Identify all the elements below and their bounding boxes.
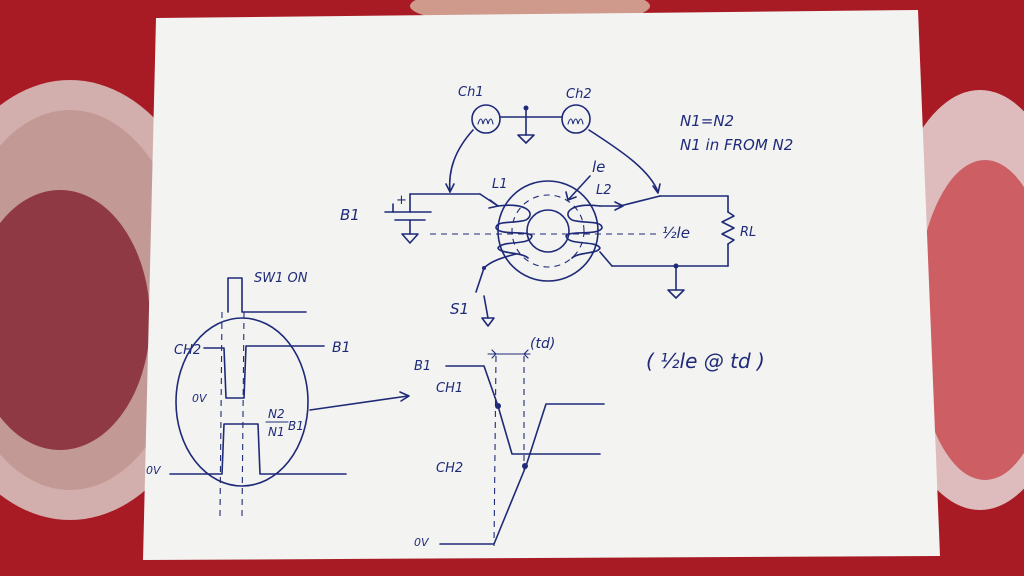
- b1-left-label: B1: [332, 340, 351, 356]
- ch2-right-label: CH2: [436, 461, 463, 476]
- ch2-left-label: CH2: [174, 343, 201, 358]
- probe-ground-icon: [517, 134, 535, 144]
- left-waveform-sketch: [169, 277, 410, 517]
- l2-label: L2: [596, 183, 612, 198]
- load-resistor-icon: [721, 211, 735, 245]
- half-le-label: ½le: [662, 224, 690, 242]
- ratio-denominator: N1: [268, 425, 285, 439]
- le-label: le: [592, 158, 605, 176]
- rl-label: RL: [740, 225, 756, 240]
- note-line-2: N1 in FROM N2: [680, 136, 793, 154]
- transformer-circuit: [384, 104, 735, 327]
- switch-s1-icon: [475, 267, 485, 293]
- switch-ground-icon: [481, 317, 495, 327]
- ch2-trace: [203, 345, 325, 399]
- l2-winding-icon: [565, 204, 603, 259]
- ratio-numerator: N2: [268, 407, 285, 421]
- ch1-trace: [169, 423, 347, 475]
- load-ground-icon: [667, 289, 685, 299]
- ov-left-label: 0V: [192, 392, 208, 405]
- l1-label: L1: [492, 177, 508, 192]
- paper-sheet: [143, 10, 940, 560]
- td-label: (td): [530, 336, 555, 352]
- sw1-on-label: SW1 ON: [254, 271, 308, 286]
- zoom-ellipse: [175, 317, 309, 487]
- zoom-arrow-icon: [309, 395, 409, 411]
- ch2-probe-icon: [561, 104, 591, 134]
- battery-ground-icon: [401, 233, 419, 244]
- l1-winding-icon: [495, 204, 533, 259]
- b1-battery-label: B1: [340, 206, 360, 224]
- b1-right-label: B1: [414, 359, 431, 374]
- battery-plus-label: +: [396, 193, 407, 208]
- ch1-right-label: CH1: [436, 381, 463, 396]
- ch2-label: Ch2: [566, 87, 592, 102]
- note-line-1: N1=N2: [680, 112, 734, 130]
- s1-label: S1: [450, 300, 469, 318]
- ch1-label: Ch1: [458, 85, 484, 100]
- sw1-pulse-trace: [227, 277, 307, 313]
- ch1-probe-icon: [471, 104, 501, 134]
- ov-right-label: 0V: [414, 536, 430, 549]
- zoomed-waveform-sketch: [439, 349, 605, 547]
- ov-bottom-left-label: 0V: [146, 464, 162, 477]
- ratio-b1-label: B1: [288, 419, 304, 433]
- formula-label: ( ½le @ td ): [646, 349, 765, 373]
